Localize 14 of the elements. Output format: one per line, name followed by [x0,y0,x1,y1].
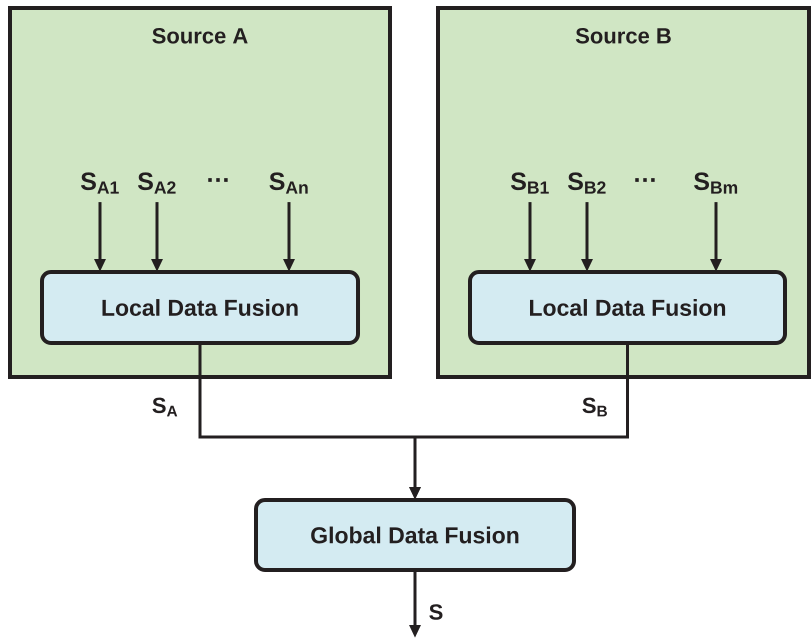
edge-label: S$_{B}$ [582,398,607,416]
process-box: Global Data Fusion [254,498,576,572]
process-box: Local Data Fusion [40,270,360,345]
signal-label: S$_{A2}$ [138,172,176,194]
signal-label: S$_{An}$ [269,172,308,194]
ellipsis: … [208,178,228,182]
signal-label: S$_{B2}$ [568,172,606,194]
process-box: Local Data Fusion [468,270,787,345]
edge-label: S [429,604,442,620]
signal-label: S$_{A1}$ [80,172,119,194]
signal-label: S$_{Bm}$ [694,172,738,194]
signal-label: S$_{B1}$ [510,172,549,194]
edge-label: S$_{A}$ [152,398,178,416]
ellipsis: … [635,178,655,182]
